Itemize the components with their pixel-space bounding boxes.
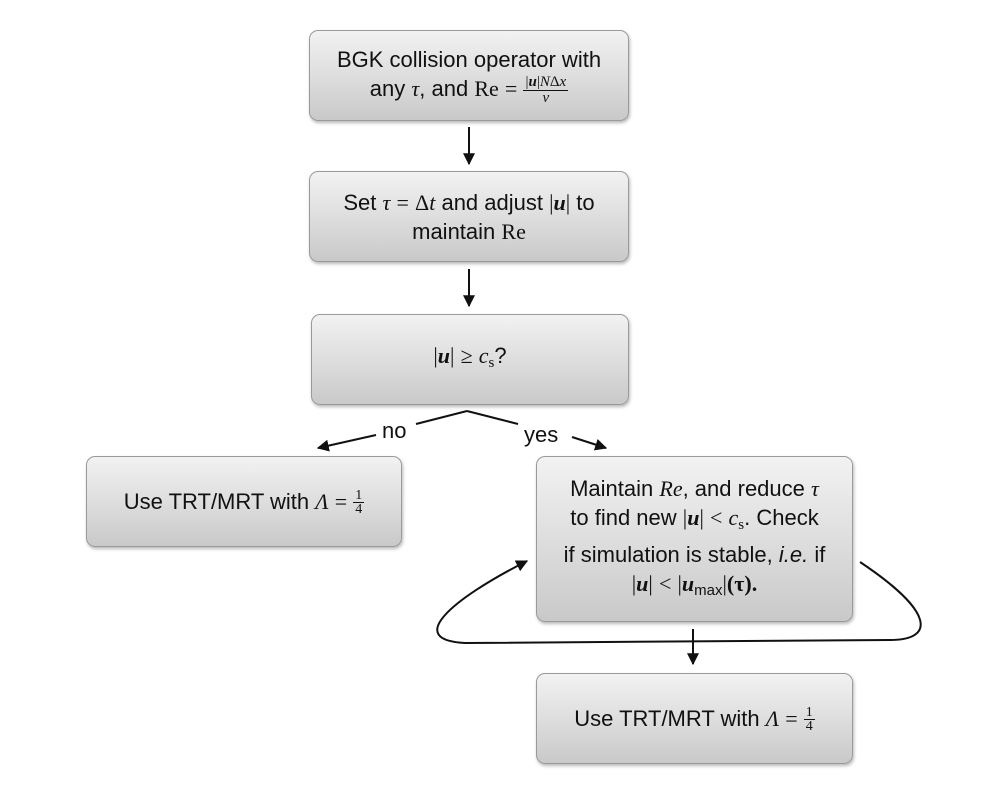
loop-arrow — [436, 560, 922, 645]
edge-yes-line-a — [466, 410, 519, 425]
edge-no-line-a — [415, 410, 468, 425]
edge-yes-line-b — [571, 436, 608, 451]
maintain-re-box: Maintain Re, and reduce τ to find new |u… — [536, 456, 853, 622]
decision-box: |u| ≥ cs? — [311, 314, 629, 405]
set-tau-box: Set τ = Δt and adjust |u| to maintain Re — [309, 171, 629, 262]
edge-label-yes: yes — [524, 422, 559, 447]
start-box: BGK collision operator with any τ, and R… — [309, 30, 629, 121]
start-line1: BGK collision operator with — [336, 47, 602, 73]
reynolds-fraction: |u|NΔx ν — [523, 73, 569, 106]
edge-label-no: no — [382, 418, 407, 443]
edge-no-line-b — [316, 434, 377, 452]
